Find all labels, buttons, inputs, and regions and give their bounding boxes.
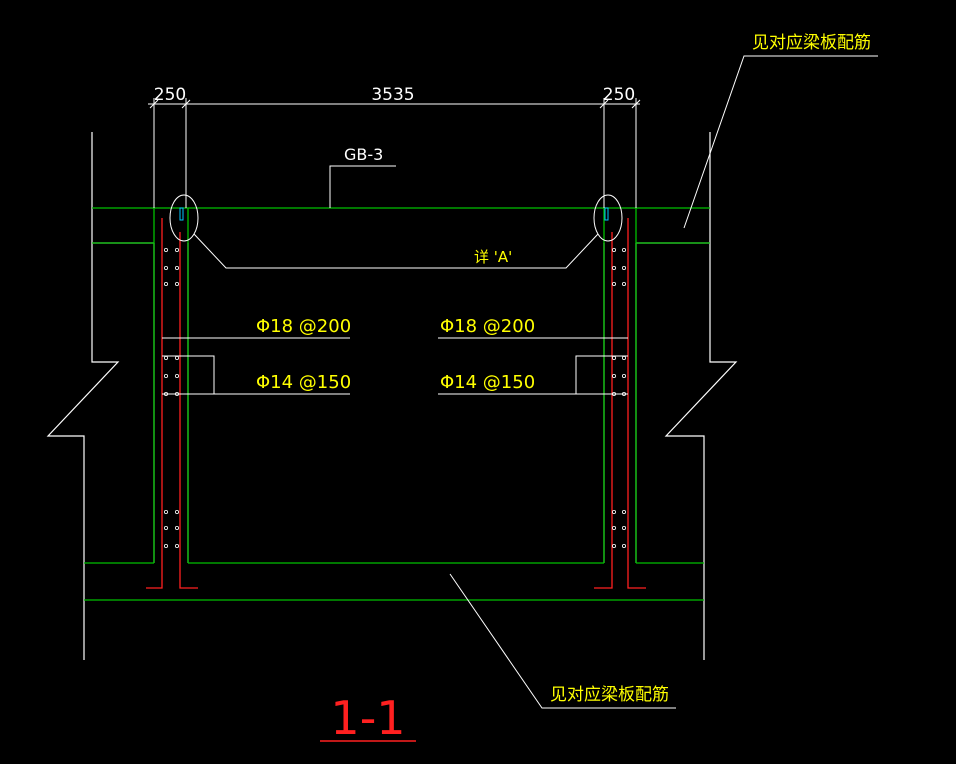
rebar-dot (174, 265, 179, 270)
section-title: 1-1 (330, 691, 405, 745)
rebar-dot (174, 509, 179, 514)
detail-a-label: 详 'A' (474, 248, 512, 266)
rebar-dot (163, 247, 168, 252)
detail-circle-right (593, 194, 623, 242)
rebar-dots (163, 247, 627, 549)
dim-left-text: 250 (154, 85, 186, 105)
rebar-dot (612, 281, 617, 286)
rebar-dot (174, 281, 179, 286)
right-rebar-outer (627, 218, 646, 589)
rebar-dot (622, 355, 627, 360)
note-top-leader (683, 55, 878, 229)
dim-tick-1 (149, 99, 159, 109)
rebar-dot (163, 265, 168, 270)
red-rebar (146, 218, 646, 589)
detail-circles (169, 194, 623, 242)
rebar-dot (163, 509, 168, 514)
rebar-dot (163, 373, 168, 378)
rebar-dot (163, 526, 168, 531)
leader-lines (162, 55, 878, 709)
rebar-dot (622, 544, 627, 549)
dimension-lines (148, 98, 641, 208)
rebar-dot (612, 544, 617, 549)
rebar-left-label-1: Φ18 @200 (256, 316, 351, 337)
dim-mid-text: 3535 (371, 85, 414, 105)
note-bottom-leader (449, 573, 676, 709)
rebar-dot (622, 509, 627, 514)
left-rebar-inner (179, 232, 198, 589)
detail-circle-left (169, 194, 199, 242)
rebar-left-bracket (162, 355, 215, 394)
rebar-dot (622, 373, 627, 378)
concrete-outline (46, 132, 738, 660)
rebar-dot (612, 355, 617, 360)
rebar-dot (612, 373, 617, 378)
rebar-dot (622, 247, 627, 252)
right-wall-outline (664, 132, 738, 660)
rebar-right-bracket (575, 355, 628, 394)
rebar-dot (612, 247, 617, 252)
rebar-labels: Φ18 @200 Φ14 @150 Φ18 @200 Φ14 @150 (256, 316, 535, 393)
rebar-dot (622, 526, 627, 531)
rebar-dot (174, 247, 179, 252)
rebar-dot (174, 544, 179, 549)
rebar-dot (612, 265, 617, 270)
rebar-left-label-2: Φ14 @150 (256, 372, 351, 393)
rebar-dot (163, 544, 168, 549)
rebar-dot (174, 526, 179, 531)
rebar-dot (612, 526, 617, 531)
dim-tick-2 (181, 99, 191, 109)
rebar-right-label-1: Φ18 @200 (440, 316, 535, 337)
dim-tick-3 (599, 99, 609, 109)
note-bottom: 见对应梁板配筋 (550, 685, 669, 705)
rebar-dot (174, 373, 179, 378)
rebar-dot (163, 355, 168, 360)
gb3-leader (329, 165, 396, 208)
cyan-mark-left (179, 207, 184, 221)
green-lines (84, 207, 710, 601)
right-rebar-inner (594, 232, 613, 589)
dim-tick-4 (631, 99, 641, 109)
left-wall-outline (46, 132, 120, 660)
detail-a-leader (193, 233, 599, 269)
cyan-mark-right (604, 207, 609, 221)
left-rebar-outer (146, 218, 163, 589)
rebar-dot (174, 355, 179, 360)
rebar-right-label-2: Φ14 @150 (440, 372, 535, 393)
rebar-dot (163, 281, 168, 286)
dim-right-text: 250 (603, 85, 635, 105)
rebar-dot (612, 509, 617, 514)
slab-label: GB-3 (344, 145, 383, 164)
rebar-dot (622, 265, 627, 270)
rebar-dot (622, 281, 627, 286)
dimension-text: 250 3535 250 (154, 85, 635, 105)
note-top: 见对应梁板配筋 (752, 33, 871, 53)
